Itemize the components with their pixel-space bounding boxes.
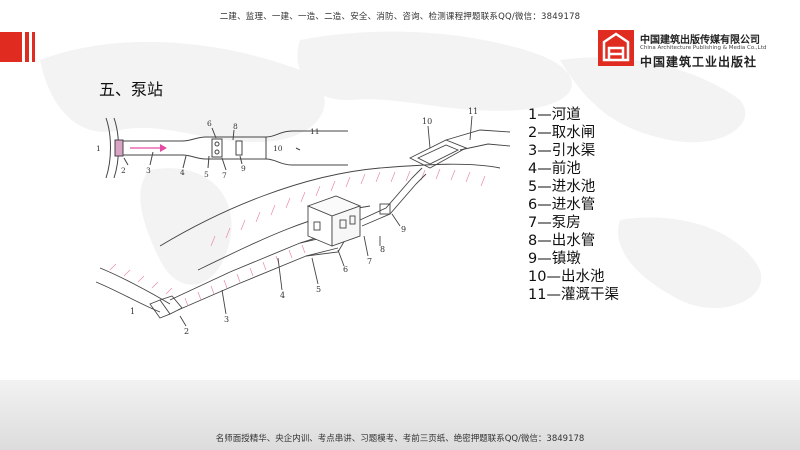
plan-label-2: 2 <box>121 166 126 175</box>
plan-intake-gate <box>114 139 124 157</box>
perspective-label-8: 8 <box>380 245 385 254</box>
legend-item: 1—河道 <box>528 107 581 123</box>
plan-label-3: 3 <box>146 166 151 175</box>
plan-label-10: 10 <box>273 144 283 153</box>
plan-label-6: 6 <box>207 119 212 128</box>
publisher-logo-icon <box>598 30 634 66</box>
perspective-label-2: 2 <box>184 327 189 336</box>
legend-item: 11—灌溉干渠 <box>528 287 619 303</box>
hillside-outline <box>159 163 501 247</box>
slope-hatching <box>109 168 486 295</box>
plan-leader-lines <box>123 127 301 171</box>
section-title: 五、泵站 <box>99 80 164 99</box>
publisher-name-stylized: 中国建筑工业出版社 <box>640 55 758 69</box>
plan-label-1: 1 <box>96 144 101 153</box>
perspective-label-3: 3 <box>224 315 229 324</box>
pump-house <box>306 195 362 247</box>
legend: 1—河道 2—取水闸 3—引水渠 4—前池 5—进水池 6—进水管 7—泵房 8… <box>528 106 619 304</box>
irrigation-canal <box>445 129 511 151</box>
outlet-basin <box>408 139 468 169</box>
plan-label-8: 8 <box>233 122 238 131</box>
intake-channel <box>169 235 339 311</box>
plan-label-7: 7 <box>222 171 227 180</box>
perspective-label-10: 10 <box>422 117 432 126</box>
legend-item: 5—进水池 <box>528 179 596 195</box>
stage-floor <box>0 380 800 450</box>
perspective-label-11: 11 <box>468 107 478 116</box>
legend-item: 10—出水池 <box>528 269 605 285</box>
plan-flow-arrowhead <box>160 144 167 152</box>
plan-pump-house <box>211 138 223 158</box>
perspective-label-1: 1 <box>130 307 135 316</box>
plan-label-9: 9 <box>241 164 246 173</box>
plan-label-4: 4 <box>180 168 185 177</box>
footer-banner: 名师面授精华、央企内训、考点串讲、习题模考、考前三页纸、绝密押题联系QQ/微信：… <box>215 434 585 444</box>
legend-item: 7—泵房 <box>528 215 581 231</box>
perspective-label-6: 6 <box>343 265 348 274</box>
perspective-labels: 1 2 3 4 5 6 7 8 9 10 11 <box>130 107 478 336</box>
perspective-leader-lines <box>179 115 473 327</box>
legend-item: 8—出水管 <box>528 233 596 249</box>
outlet-basin-inner <box>416 144 460 165</box>
publisher-name-cn: 中国建筑出版传媒有限公司 <box>640 35 760 46</box>
legend-item: 9—镇墩 <box>528 251 581 267</box>
river <box>95 267 171 313</box>
plan-river-bank <box>105 117 111 179</box>
thrust-block <box>379 203 391 215</box>
perspective-label-7: 7 <box>367 257 372 266</box>
perspective-label-4: 4 <box>280 291 285 300</box>
publisher-logo: 中国建筑出版传媒有限公司 China Architecture Publishi… <box>596 26 796 74</box>
publisher-name-en: China Architecture Publishing & Media Co… <box>640 45 767 51</box>
plan-label-5: 5 <box>204 170 209 179</box>
outlet-pipes <box>359 167 427 227</box>
perspective-view <box>95 115 511 327</box>
plan-pump <box>214 149 220 155</box>
plan-view <box>105 117 348 179</box>
perspective-label-5: 5 <box>316 285 321 294</box>
plan-thrust-block <box>235 140 243 156</box>
plan-labels: 1 2 3 4 5 6 7 8 9 10 11 <box>96 119 320 180</box>
intake-gate-structure <box>149 295 183 319</box>
plan-pump <box>214 141 220 147</box>
plan-label-11: 11 <box>310 127 320 136</box>
perspective-label-9: 9 <box>401 225 406 234</box>
channel-hatching <box>184 244 306 307</box>
header-banner: 二建、监理、一建、一造、二造、安全、消防、咨询、检测课程押题联系QQ/微信：38… <box>219 12 581 22</box>
legend-item: 4—前池 <box>528 161 581 177</box>
legend-item: 3—引水渠 <box>528 143 596 159</box>
legend-item: 2—取水闸 <box>528 125 596 141</box>
plan-channel <box>123 130 348 166</box>
legend-item: 6—进水管 <box>528 197 596 213</box>
